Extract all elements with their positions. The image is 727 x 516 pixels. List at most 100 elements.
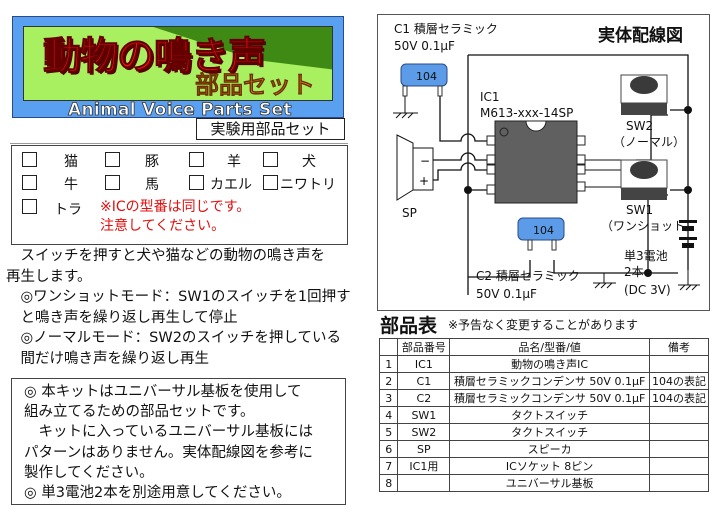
description: スイッチを押すと犬や猫などの動物の鳴き声を 再生します。 ◎ワンショットモード：… [6,246,356,369]
cell [648,406,710,424]
banner-subtitle: 部品セット [195,71,316,100]
cell [648,423,710,441]
table-header-row: 部品番号 品名/型番/値 備考 [378,338,710,356]
c2-marking: 104 [533,224,554,237]
c1-value: 50V 0.1μF [394,39,455,53]
cell [648,457,710,475]
label-cow: 牛 [64,177,78,193]
parts-list-title: 部品表 [380,315,438,337]
c2-value: 50V 0.1μF [476,287,537,301]
description-line: ◎ノーマルモード：SW2のスイッチを押している [6,330,341,346]
checkbox-cow[interactable] [22,175,37,190]
cell: 1 [378,355,399,373]
checkbox-dog[interactable] [263,152,278,167]
divider [10,143,348,144]
wire-c2-left [468,260,531,278]
cell: 動物の鳴き声IC [449,355,650,373]
warning-line-2: 注意してください。 [100,218,226,234]
checkbox-pig[interactable] [105,152,120,167]
checkbox-tiger[interactable] [22,199,37,214]
header-remarks: 備考 [648,338,710,356]
animal-checklist: 猫 豚 羊 犬 牛 馬 カエル ニワトリ トラ ※ICの型番は同じです。 注意し… [11,145,348,245]
sw1-name: SW1 [626,203,653,217]
checkbox-chicken[interactable] [263,175,278,190]
cell: タクトスイッチ [449,406,650,424]
note-line: 製作してください。 [24,464,154,481]
parts-list-note: ※予告なく変更することがあります [448,318,639,332]
cell: 積層セラミックコンデンサ 50V 0.1μF [449,389,650,407]
cell: IC1用 [397,457,451,475]
cell: 6 [378,440,399,458]
battery-label-1: 単3電池 [624,249,668,263]
warning-line-1: ※ICの型番は同じです。 [100,199,251,215]
sw2-mode: （ノーマル） [613,135,685,149]
note-line: キットに入っているユニバーサル基板には [24,424,313,441]
cell: 7 [378,457,399,475]
c2-label: C2 積層セラミック [476,268,580,283]
label-horse: 馬 [145,177,159,193]
cell: ユニバーサル基板 [449,474,650,492]
switch-sw2[interactable]: SW2 （ノーマル） [613,74,685,149]
sw2-name: SW2 [626,119,653,133]
label-tiger: トラ [54,202,82,218]
cell: 積層セラミックコンデンサ 50V 0.1μF [449,372,650,390]
wire-c2-right [553,260,678,274]
note-line: ◎ 単3電池2本を別途用意してください。 [24,485,291,502]
description-line: スイッチを押すと犬や猫などの動物の鳴き声を [6,248,325,264]
c1-marking: 104 [416,70,437,83]
cell: タクトスイッチ [449,423,650,441]
description-line: ◎ワンショットモード：SW1のスイッチを1回押す [6,289,351,305]
checkbox-horse[interactable] [105,175,120,190]
speaker-label: SP [402,206,417,220]
table-row: 8 ユニバーサル基板 [378,474,710,492]
cell: 104の表記 [648,389,710,407]
cell: 5 [378,423,399,441]
description-line: と鳴き声を繰り返し再生して停止 [6,309,238,326]
sw1-mode: （ワンショット） [601,219,697,233]
wire-sp-minus [423,152,488,161]
checkbox-cat[interactable] [22,152,37,167]
ic1: IC1 M613-xxx-14SP [480,90,636,204]
label-sheep: 羊 [227,154,241,170]
description-line: 再生します。 [6,268,92,285]
cell: 2 [378,372,399,390]
note-line: 組み立てるための部品セットです。 [24,404,255,421]
cell: 3 [378,389,399,407]
wire-c1 [439,85,488,142]
title-banner: 動物の鳴き声 部品セット Animal Voice Parts Set [12,16,344,120]
sp-minus: − [420,154,430,168]
ic-name: IC1 [480,90,500,104]
cell: スピーカ [449,440,650,458]
header-part-id: 部品番号 [397,338,451,356]
cell: ICソケット 8ピン [449,457,650,475]
wire-sp-plus [423,162,488,181]
battery-label-2: 2本 [624,265,644,279]
cell [648,355,710,373]
wiring-diagram: C1 積層セラミック 50V 0.1μF 実体配線図 104 − + SP IC… [377,14,710,311]
notes-box: ◎ 本キットはユニバーサル基板を使用して 組み立てるための部品セットです。 キッ… [11,378,346,505]
cell: IC1 [397,355,451,373]
description-line: 間だけ鳴き声を繰り返し再生 [6,350,209,367]
cell: 104の表記 [648,372,710,390]
header-description: 品名/型番/値 [449,338,650,356]
sp-plus: + [419,174,429,188]
battery-label-3: (DC 3V) [624,283,671,297]
note-line: パターンはありません。実体配線図を参考に [24,444,313,461]
switch-sw1[interactable]: SW1 （ワンショット） [601,159,697,233]
cell [648,474,710,492]
battery: 単3電池 2本 (DC 3V) [624,220,700,297]
label-chicken: ニワトリ [280,177,336,193]
checkbox-sheep[interactable] [189,152,204,167]
checkbox-frog[interactable] [189,175,204,190]
ic-part-number: M613-xxx-14SP [480,106,573,120]
header-number [378,338,399,356]
cell: 8 [378,474,399,492]
diagram-title: 実体配線図 [598,25,683,46]
label-cat: 猫 [64,154,78,170]
cell: SW2 [397,423,451,441]
cell: C1 [397,372,451,390]
